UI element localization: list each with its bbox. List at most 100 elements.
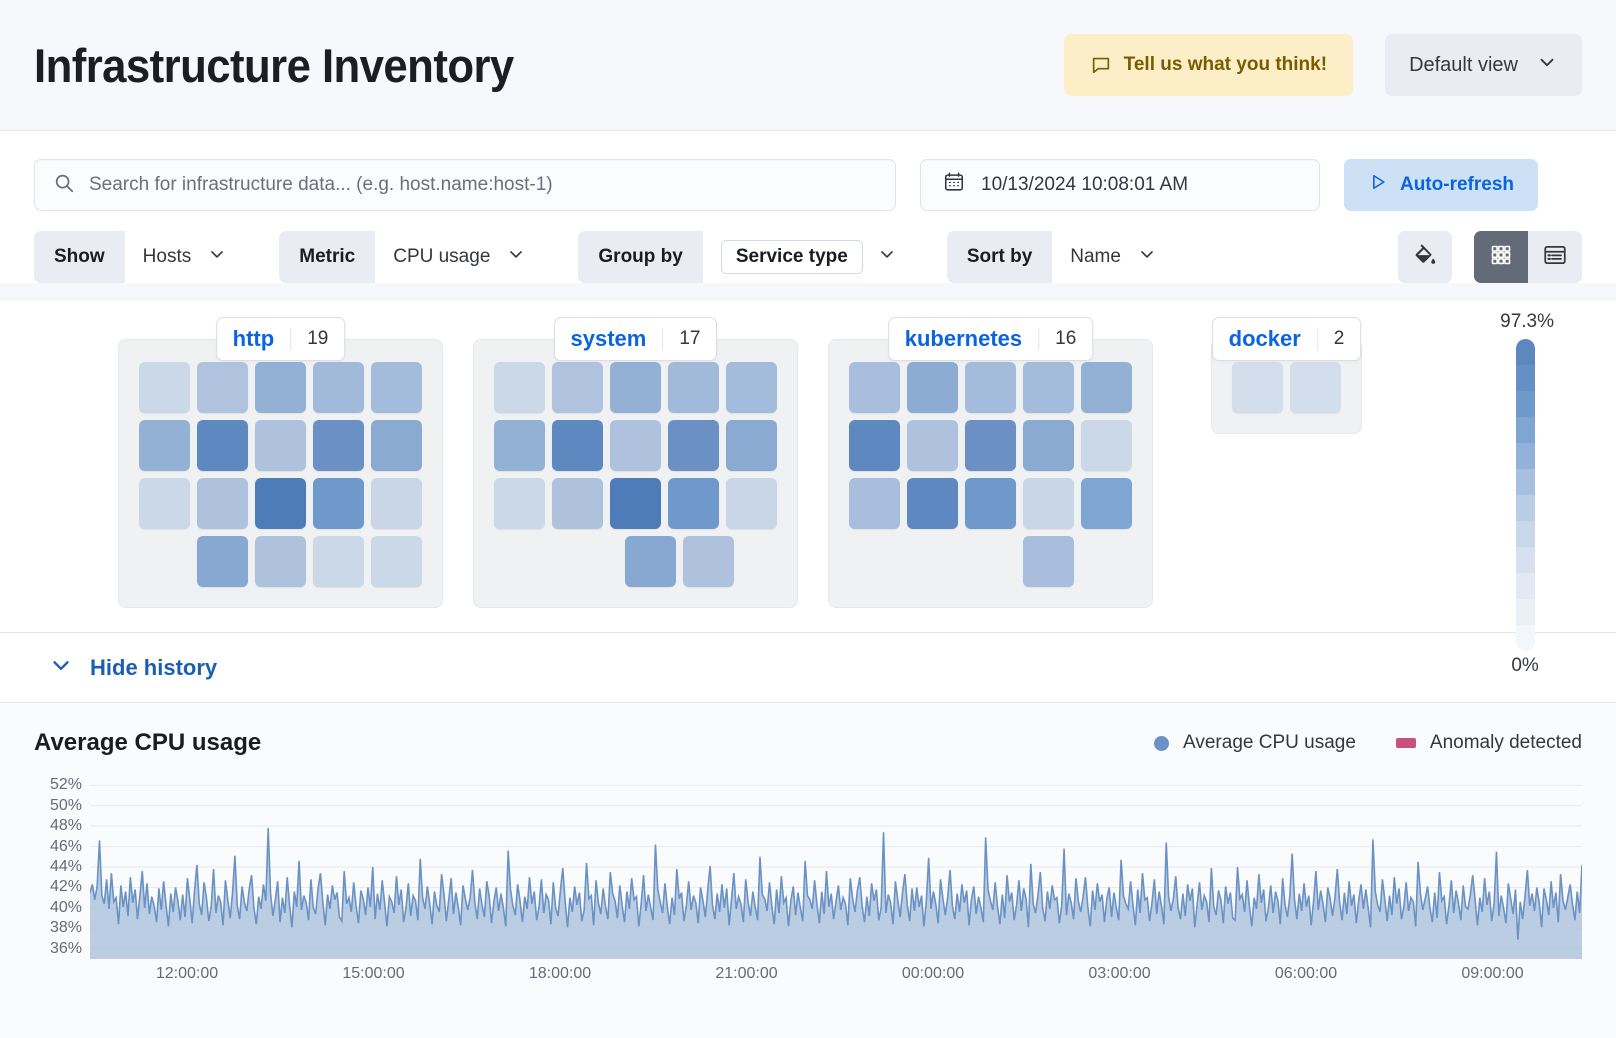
host-tile[interactable] xyxy=(494,362,545,413)
auto-refresh-button[interactable]: Auto-refresh xyxy=(1344,159,1538,211)
host-tile[interactable] xyxy=(1081,420,1132,471)
host-tile[interactable] xyxy=(907,420,958,471)
filter-show[interactable]: Show Hosts xyxy=(34,231,246,283)
host-tile[interactable] xyxy=(1081,362,1132,413)
host-tile[interactable] xyxy=(668,362,719,413)
host-tile[interactable] xyxy=(907,478,958,529)
tile-row xyxy=(494,362,777,413)
host-tile[interactable] xyxy=(726,478,777,529)
chart-plot[interactable] xyxy=(90,775,1582,959)
filter-sort-by-value-text: Name xyxy=(1070,246,1121,267)
filter-sort-by-value[interactable]: Name xyxy=(1052,231,1175,283)
feedback-button[interactable]: Tell us what you think! xyxy=(1063,34,1354,96)
legend-dot-icon xyxy=(1154,735,1170,751)
filter-show-value[interactable]: Hosts xyxy=(124,231,246,283)
host-tile[interactable] xyxy=(1023,478,1074,529)
default-view-selector[interactable]: Default view xyxy=(1385,34,1582,96)
filter-sort-by[interactable]: Sort by Name xyxy=(946,231,1175,283)
host-tile[interactable] xyxy=(255,536,306,587)
host-tile[interactable] xyxy=(668,420,719,471)
host-tile[interactable] xyxy=(965,478,1016,529)
filter-group-by-value[interactable]: Service type xyxy=(702,231,913,283)
host-tile[interactable] xyxy=(726,420,777,471)
paint-bucket-icon xyxy=(1412,242,1438,273)
search-icon xyxy=(53,172,75,199)
host-tile[interactable] xyxy=(965,420,1016,471)
host-tile[interactable] xyxy=(624,536,676,587)
host-tile[interactable] xyxy=(1290,362,1341,413)
host-tile[interactable] xyxy=(197,362,248,413)
host-tile[interactable] xyxy=(726,362,777,413)
date-value: 10/13/2024 10:08:01 AM xyxy=(981,174,1189,195)
legend-color-button[interactable] xyxy=(1398,231,1452,283)
host-tile[interactable] xyxy=(682,536,734,587)
host-tile[interactable] xyxy=(255,478,306,529)
host-tile[interactable] xyxy=(1232,362,1283,413)
host-tile[interactable] xyxy=(610,478,661,529)
host-tile[interactable] xyxy=(494,420,545,471)
host-tile[interactable] xyxy=(1023,420,1074,471)
filter-show-label: Show xyxy=(34,231,125,283)
host-tile[interactable] xyxy=(1023,362,1074,413)
search-bar[interactable] xyxy=(34,159,896,211)
host-tile[interactable] xyxy=(1081,478,1132,529)
host-tile[interactable] xyxy=(552,420,603,471)
host-tile[interactable] xyxy=(139,362,190,413)
host-tile[interactable] xyxy=(1023,536,1074,587)
host-tile[interactable] xyxy=(255,420,306,471)
date-picker[interactable]: 10/13/2024 10:08:01 AM xyxy=(920,159,1320,211)
host-tile[interactable] xyxy=(371,362,422,413)
host-tile[interactable] xyxy=(139,420,190,471)
host-tile[interactable] xyxy=(610,420,661,471)
host-tile[interactable] xyxy=(371,478,422,529)
chevron-down-icon xyxy=(1536,51,1558,79)
host-tile[interactable] xyxy=(552,362,603,413)
host-tile[interactable] xyxy=(668,478,719,529)
tile-row xyxy=(197,536,422,587)
host-tile[interactable] xyxy=(371,420,422,471)
host-tile[interactable] xyxy=(313,420,364,471)
host-tile[interactable] xyxy=(849,478,900,529)
y-tick-label: 36% xyxy=(49,939,82,957)
host-tile[interactable] xyxy=(197,478,248,529)
hide-history-toggle[interactable]: Hide history xyxy=(0,633,1616,703)
host-tile[interactable] xyxy=(139,478,190,529)
host-tile[interactable] xyxy=(197,536,248,587)
host-tile[interactable] xyxy=(313,362,364,413)
search-row: 10/13/2024 10:08:01 AM Auto-refresh xyxy=(34,159,1582,211)
host-tile[interactable] xyxy=(313,478,364,529)
table-view-button[interactable] xyxy=(1528,231,1582,283)
y-tick-label: 40% xyxy=(49,898,82,916)
tile-row xyxy=(139,362,422,413)
host-tile[interactable] xyxy=(255,362,306,413)
chevron-down-icon xyxy=(48,652,74,683)
controls-region: 10/13/2024 10:08:01 AM Auto-refresh Show… xyxy=(0,131,1616,283)
host-tile[interactable] xyxy=(197,420,248,471)
scale-segment xyxy=(1515,495,1535,521)
group-name: kubernetes xyxy=(904,326,1023,351)
filter-group-by-label: Group by xyxy=(578,231,703,283)
host-tile[interactable] xyxy=(494,478,545,529)
host-tile[interactable] xyxy=(610,362,661,413)
scale-segment xyxy=(1515,573,1535,599)
filter-group-by[interactable]: Group by Service type xyxy=(578,231,913,283)
host-tile[interactable] xyxy=(313,536,364,587)
host-tile[interactable] xyxy=(552,478,603,529)
filter-metric[interactable]: Metric CPU usage xyxy=(279,231,545,283)
filter-metric-value-text: CPU usage xyxy=(393,246,491,267)
search-input[interactable] xyxy=(89,174,877,196)
host-tile[interactable] xyxy=(907,362,958,413)
filter-metric-value[interactable]: CPU usage xyxy=(375,231,545,283)
grid-view-icon xyxy=(1489,243,1513,272)
host-tile[interactable] xyxy=(849,420,900,471)
scale-gradient-bar xyxy=(1515,339,1535,651)
host-tile[interactable] xyxy=(965,362,1016,413)
host-tile[interactable] xyxy=(849,362,900,413)
grid-view-button[interactable] xyxy=(1474,231,1528,283)
host-tile[interactable] xyxy=(371,536,422,587)
